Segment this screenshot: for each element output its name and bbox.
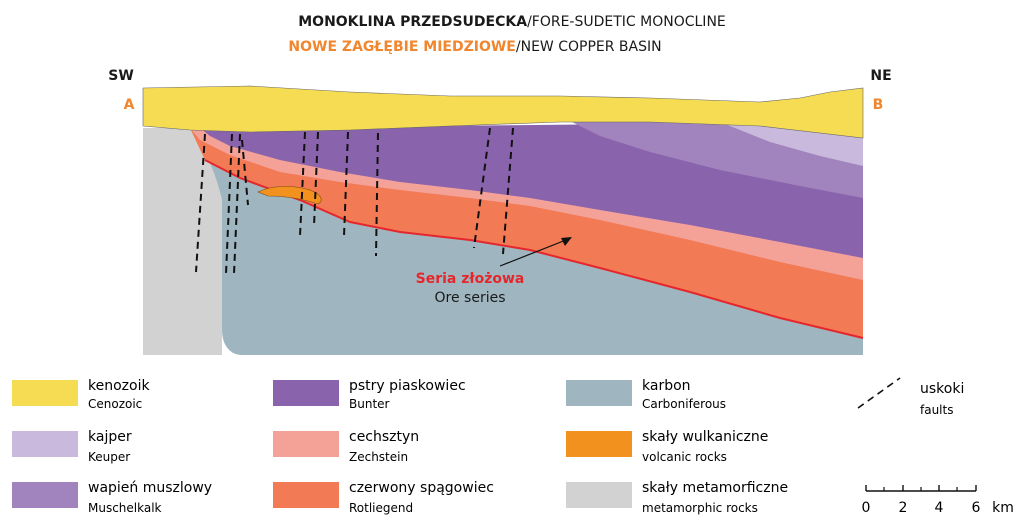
subtitle-english: /NEW COPPER BASIN (516, 39, 662, 55)
figure-title: MONOKLINA PRZEDSUDECKA/FORE-SUDETIC MONO… (298, 14, 726, 30)
legend-label-bunter-en: Bunter (349, 397, 390, 411)
legend-label-zechstein-en: Zechstein (349, 450, 408, 464)
scale-label: 6 (972, 500, 981, 516)
legend-swatch-muschelkalk (12, 482, 78, 508)
direction-label-ne: NE (870, 68, 891, 84)
title-polish: MONOKLINA PRZEDSUDECKA (298, 14, 527, 30)
cross-section (143, 86, 863, 355)
legend-label-muschelkalk-pl: wapień muszlowy (88, 480, 212, 496)
section-point-a: A (124, 97, 135, 113)
legend-label-carboniferous-pl: karbon (642, 378, 691, 394)
scale-unit: km (992, 500, 1014, 516)
scale-label: 4 (935, 500, 944, 516)
legend-label-faults-en: faults (920, 403, 953, 417)
legend-swatch-keuper (12, 431, 78, 457)
legend-swatch-rotliegend (273, 482, 339, 508)
legend-label-cenozoic-pl: kenozoik (88, 378, 150, 394)
legend-fault-symbol (858, 378, 900, 408)
ore-series-label-en: Ore series (435, 290, 506, 306)
legend-swatch-cenozoic (12, 380, 78, 406)
scale-label: 2 (899, 500, 908, 516)
section-point-b: B (873, 97, 884, 113)
legend-label-volcanic-en: volcanic rocks (642, 450, 727, 464)
legend-label-rotliegend-en: Rotliegend (349, 501, 413, 515)
direction-label-sw: SW (108, 68, 134, 84)
legend-label-keuper-en: Keuper (88, 450, 130, 464)
legend-swatch-volcanic (566, 431, 632, 457)
legend-swatch-carboniferous (566, 380, 632, 406)
legend-label-metamorphic-en: metamorphic rocks (642, 501, 758, 515)
scale-bar: 0 2 4 6 km (862, 485, 1014, 516)
title-english: /FORE-SUDETIC MONOCLINE (527, 14, 726, 30)
legend-swatch-bunter (273, 380, 339, 406)
legend-swatch-zechstein (273, 431, 339, 457)
legend-label-bunter-pl: pstry piaskowiec (349, 378, 466, 394)
legend-swatch-metamorphic (566, 482, 632, 508)
subtitle-polish: NOWE ZAGŁĘBIE MIEDZIOWE (288, 39, 515, 55)
legend-label-faults-pl: uskoki (920, 381, 964, 397)
legend-label-metamorphic-pl: skały metamorficzne (642, 480, 788, 496)
figure-subtitle: NOWE ZAGŁĘBIE MIEDZIOWE/NEW COPPER BASIN (288, 39, 661, 55)
legend: kenozoik Cenozoic kajper Keuper wapień m… (12, 378, 964, 515)
legend-label-rotliegend-pl: czerwony spągowiec (349, 480, 494, 496)
scale-label: 0 (862, 500, 871, 516)
legend-label-zechstein-pl: cechsztyn (349, 429, 419, 445)
ore-series-label-pl: Seria złożowa (416, 271, 525, 287)
legend-label-cenozoic-en: Cenozoic (88, 397, 142, 411)
legend-label-volcanic-pl: skały wulkaniczne (642, 429, 768, 445)
legend-label-carboniferous-en: Carboniferous (642, 397, 726, 411)
legend-label-keuper-pl: kajper (88, 429, 132, 445)
legend-label-muschelkalk-en: Muschelkalk (88, 501, 162, 515)
